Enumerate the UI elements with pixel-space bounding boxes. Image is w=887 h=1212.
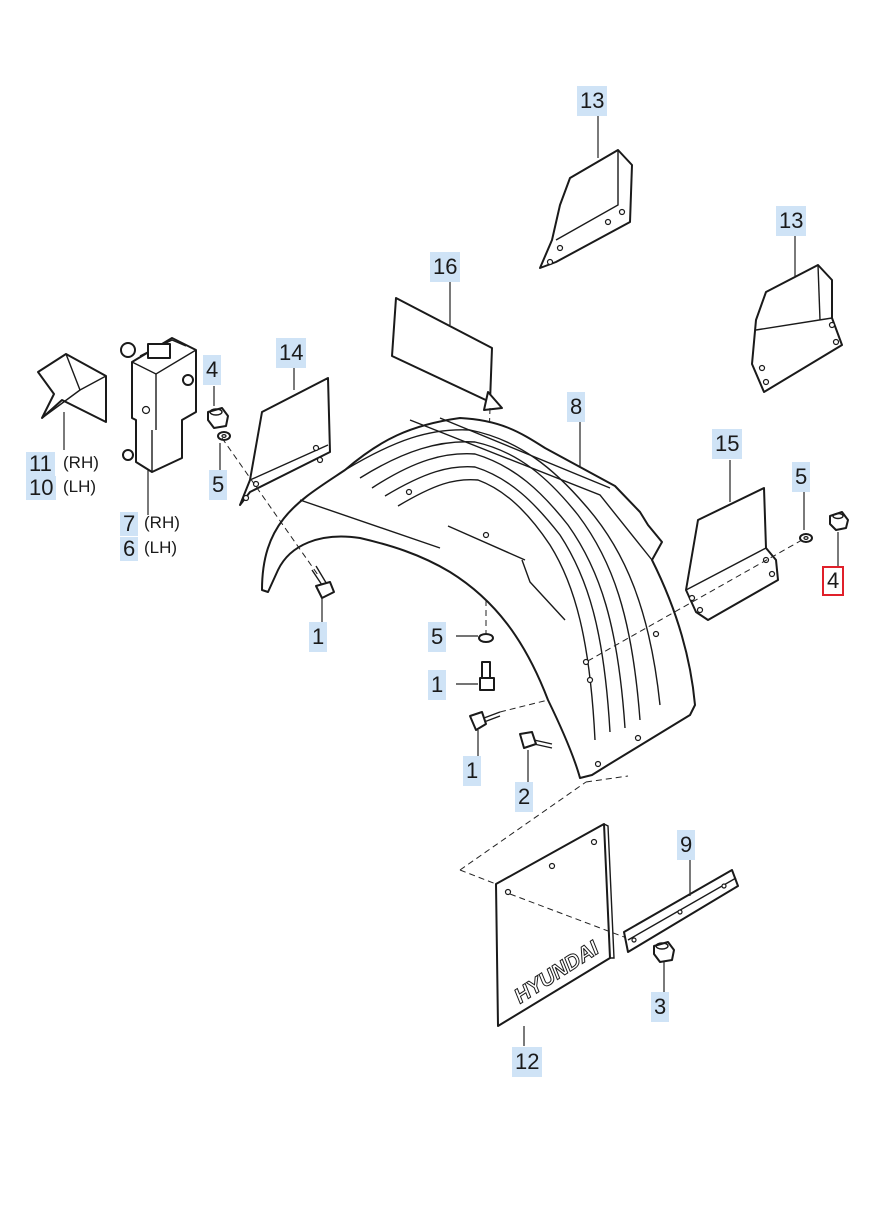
callout-11[interactable]: 11 — [26, 452, 55, 476]
label-rh-11: (RH) — [63, 453, 99, 472]
part-13-right-bracket — [751, 236, 843, 393]
part-3-nut — [653, 941, 675, 992]
part-15-bracket — [685, 460, 779, 621]
label-lh-6: (LH) — [144, 538, 178, 557]
part-11-10-bracket — [37, 353, 107, 450]
callout-9[interactable]: 9 — [677, 830, 696, 860]
callout-2[interactable]: 2 — [515, 782, 534, 812]
callout-4-right-selected[interactable]: 4 — [822, 566, 845, 596]
part-12-mud-flap: HYUNDAI — [495, 823, 615, 1046]
callout-13-upper[interactable]: 13 — [577, 86, 608, 116]
assembly-line-flap-strip — [509, 893, 633, 941]
assembly-line-flap-left — [459, 869, 497, 885]
callout-1-lower[interactable]: 1 — [463, 756, 482, 786]
part-13-upper-bracket — [539, 116, 633, 269]
assembly-line-flap-top-2 — [585, 775, 629, 783]
assembly-line-right — [585, 539, 803, 663]
assembly-line-flap-top — [459, 781, 587, 871]
callout-4-left[interactable]: 4 — [203, 355, 222, 385]
part-5-washer-right — [799, 492, 813, 543]
part-5-washer-center — [456, 600, 494, 643]
callout-13-right[interactable]: 13 — [776, 206, 807, 236]
callout-1-mid[interactable]: 1 — [428, 670, 447, 700]
callout-10[interactable]: 10 — [26, 476, 57, 500]
label-lh-10: (LH) — [63, 477, 97, 496]
callout-5-right[interactable]: 5 — [792, 462, 811, 492]
part-14-bracket — [239, 368, 331, 506]
part-8-fender — [261, 417, 696, 779]
part-9-strip — [623, 860, 739, 953]
callout-7[interactable]: 7 — [120, 512, 139, 536]
part-2-bolt — [519, 731, 553, 782]
callout-6[interactable]: 6 — [120, 537, 139, 561]
callout-16[interactable]: 16 — [430, 252, 461, 282]
part-4-nut-right — [829, 511, 849, 566]
callout-5-center[interactable]: 5 — [428, 622, 447, 652]
part-1-bolt-lower — [469, 699, 549, 756]
part-5-washer-left — [217, 431, 231, 470]
part-7-6-box-bracket — [120, 337, 197, 515]
callout-12[interactable]: 12 — [512, 1047, 543, 1077]
callout-15[interactable]: 15 — [712, 429, 743, 459]
assembly-line-left — [221, 437, 319, 576]
part-1-bolt-upper — [311, 565, 335, 622]
callout-8[interactable]: 8 — [567, 392, 586, 422]
callout-1-upper[interactable]: 1 — [309, 622, 328, 652]
part-1-bolt-mid — [456, 661, 495, 691]
part-4-nut-left — [207, 386, 229, 429]
callout-3[interactable]: 3 — [651, 992, 670, 1022]
callout-5-left[interactable]: 5 — [209, 470, 228, 500]
label-rh-7: (RH) — [144, 513, 180, 532]
callout-14[interactable]: 14 — [276, 338, 307, 368]
